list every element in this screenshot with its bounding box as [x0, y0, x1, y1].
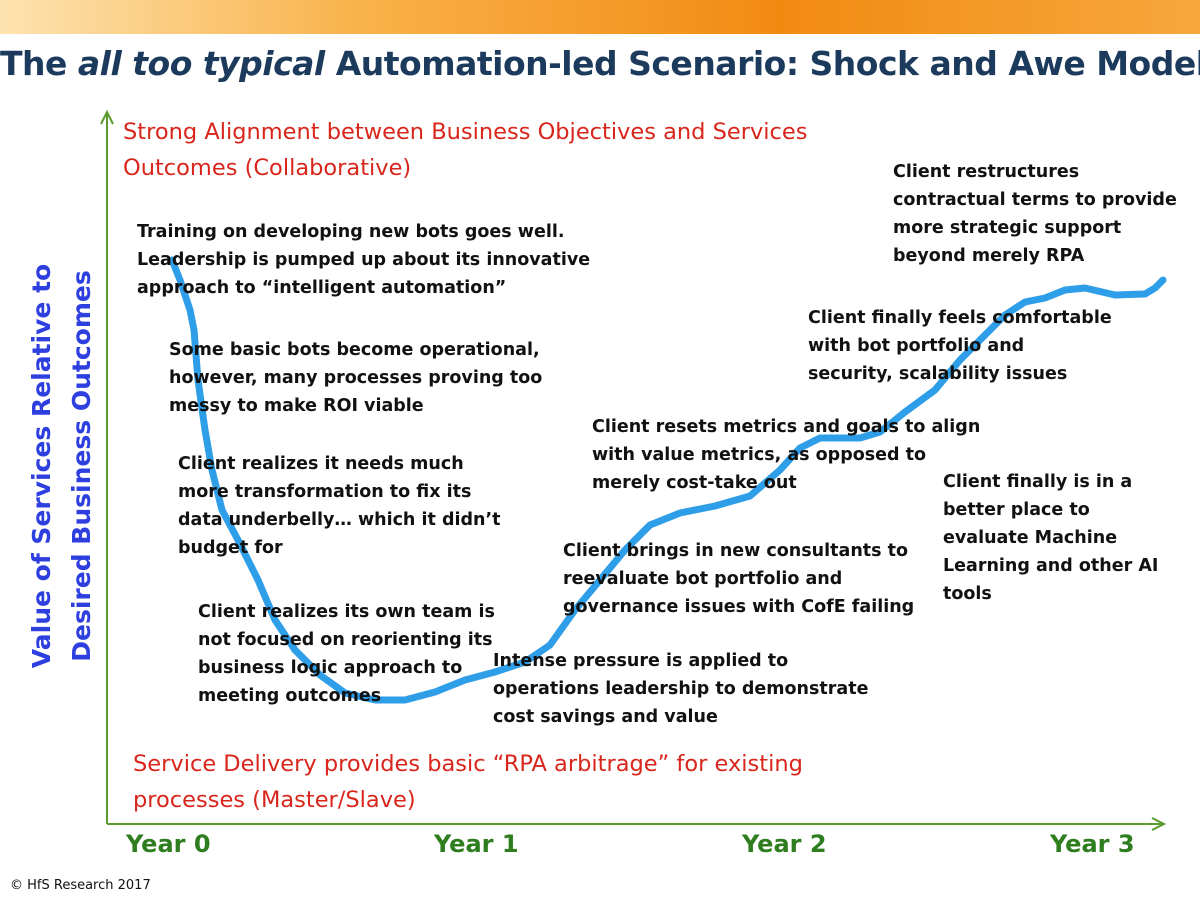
annotation-line: security, scalability issues — [808, 364, 1068, 384]
annotation-line: data underbelly… which it didn’t — [178, 510, 501, 530]
annotation-line: however, many processes proving too — [169, 368, 543, 388]
annotation-line: Client resets metrics and goals to align — [592, 417, 981, 437]
annotation-line: Learning and other AI — [943, 556, 1159, 576]
annotation-line: merely cost-take out — [592, 473, 797, 493]
annotation-line: business logic approach to — [198, 658, 463, 678]
annotation-line: cost savings and value — [493, 707, 718, 727]
annotation-line: Client realizes its own team is — [198, 602, 495, 622]
annotation-line: Client finally feels comfortable — [808, 308, 1112, 328]
copyright-notice: © HfS Research 2017 — [10, 878, 151, 893]
x-axis — [107, 817, 1167, 831]
annotation-line: more transformation to fix its — [178, 482, 472, 502]
annotation-line: governance issues with CofE failing — [563, 597, 915, 617]
x-label-year-1: Year 1 — [434, 830, 519, 858]
annotation-line: beyond merely RPA — [893, 246, 1085, 266]
y-axis-label-line-2: Desired Business Outcomes — [67, 270, 96, 662]
annotation-training: Training on developing new bots goes wel… — [137, 218, 590, 302]
x-label-year-3: Year 3 — [1050, 830, 1135, 858]
title-italic: all too typical — [77, 44, 325, 83]
annotation-line: more strategic support — [893, 218, 1122, 238]
annotation-restructures: Client restructures contractual terms to… — [893, 158, 1177, 270]
annotation-line: reevaluate bot portfolio and — [563, 569, 843, 589]
annotation-line: messy to make ROI viable — [169, 396, 424, 416]
x-label-year-2: Year 2 — [742, 830, 827, 858]
annotation-line: Client brings in new consultants to — [563, 541, 909, 561]
annotation-line: evaluate Machine — [943, 528, 1118, 548]
annotation-resets-metrics: Client resets metrics and goals to align… — [592, 413, 980, 497]
annotation-new-consultants: Client brings in new consultants to reev… — [563, 537, 914, 621]
annotation-line: Client restructures — [893, 162, 1080, 182]
annotation-comfortable: Client finally feels comfortable with bo… — [808, 304, 1112, 388]
page-title: The all too typical Automation-led Scena… — [0, 44, 1200, 83]
annotation-line: approach to “intelligent automation” — [137, 278, 507, 298]
annotation-line: Intense pressure is applied to — [493, 651, 789, 671]
annotation-line: Client realizes it needs much — [178, 454, 464, 474]
annotation-line: operations leadership to demonstrate — [493, 679, 869, 699]
annotation-line: meeting outcomes — [198, 686, 382, 706]
value-curve — [168, 256, 1167, 704]
y-axis-label-line-1: Value of Services Relative to — [27, 263, 56, 669]
annotation-line: with bot portfolio and — [808, 336, 1025, 356]
annotation-machine-learning: Client finally is in a better place to e… — [943, 468, 1158, 608]
y-axis — [100, 109, 114, 824]
annotation-transformation: Client realizes it needs much more trans… — [178, 450, 500, 562]
title-part-2: Automation-led Scenario: Shock and Awe M… — [324, 44, 1200, 83]
annotation-line: Some basic bots become operational, — [169, 340, 540, 360]
annotation-line: Leadership is pumped up about its innova… — [137, 250, 591, 270]
top-alignment-label: Strong Alignment between Business Object… — [123, 119, 808, 181]
annotation-basic-bots: Some basic bots become operational, howe… — [169, 336, 542, 420]
annotation-line: tools — [943, 584, 992, 604]
y-axis-label: Value of Services Relative to Desired Bu… — [22, 226, 102, 706]
annotation-line: contractual terms to provide — [893, 190, 1177, 210]
annotation-line: Training on developing new bots goes wel… — [137, 222, 565, 242]
annotation-line: with value metrics, as opposed to — [592, 445, 927, 465]
annotation-line: not focused on reorienting its — [198, 630, 493, 650]
annotation-intense-pressure: Intense pressure is applied to operation… — [493, 647, 868, 731]
annotation-line: Client finally is in a — [943, 472, 1133, 492]
title-part-1: The — [0, 44, 78, 83]
annotation-line: budget for — [178, 538, 283, 558]
bottom-delivery-label: Service Delivery provides basic “RPA arb… — [133, 751, 803, 813]
annotation-own-team: Client realizes its own team is not focu… — [198, 598, 495, 710]
x-label-year-0: Year 0 — [126, 830, 211, 858]
top-banner — [0, 0, 1200, 34]
annotation-line: better place to — [943, 500, 1090, 520]
